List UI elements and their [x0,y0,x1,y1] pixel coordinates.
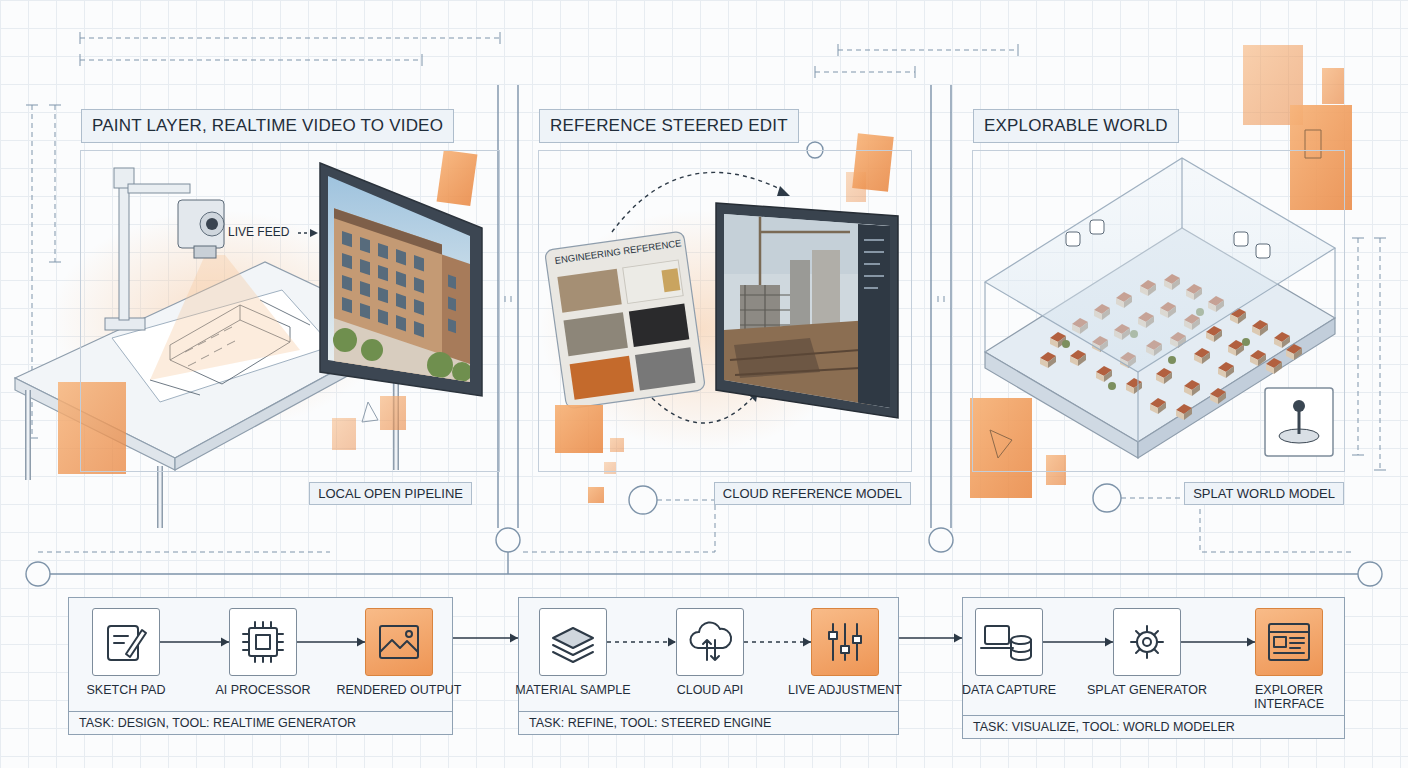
stage-panel: PAINT LAYER, REALTIME VIDEO TO VIDEOLOCA… [80,150,500,472]
arrow-line [899,637,962,639]
tag-label: LOCAL OPEN PIPELINE [309,482,472,505]
step-label: EXPLORER INTERFACE [1224,683,1354,712]
dimension-lines [32,38,1380,552]
task-caption: TASK: DESIGN, TOOL: REALTIME GENERATOR [69,711,452,734]
step-box: AI PROCESSOR [229,608,297,676]
stage-panel: EXPLORABLE WORLDSPLAT WORLD MODEL [972,150,1345,472]
step-box: SPLAT GENERATOR [1113,608,1181,676]
step-label: SPLAT GENERATOR [1082,683,1212,697]
process-group: TASK: REFINE, TOOL: STEERED ENGINE MATERI… [518,597,899,735]
process-group: TASK: VISUALIZE, TOOL: WORLD MODELER DATA… [962,597,1345,739]
step-box: EXPLORER INTERFACE [1255,608,1323,676]
panel-heading: REFERENCE STEERED EDIT [539,109,799,143]
arrow-line [453,637,518,639]
tag-label: SPLAT WORLD MODEL [1184,482,1344,505]
arrow-head [954,634,962,643]
flow-arrow [453,634,518,643]
pillars [26,85,1382,586]
step-label: MATERIAL SAMPLE [508,683,638,697]
step-label: CLOUD API [645,683,775,697]
step-box: SKETCH PAD [92,608,160,676]
step-label: AI PROCESSOR [198,683,328,697]
flow-arrow [899,634,962,643]
task-caption: TASK: REFINE, TOOL: STEERED ENGINE [519,711,898,734]
step-box: LIVE ADJUSTMENT [811,608,879,676]
feed-label: LIVE FEED [228,225,289,239]
step-label: RENDERED OUTPUT [334,683,464,697]
reference-edit-scene [540,133,898,503]
step-box: CLOUD API [676,608,744,676]
tag-label: CLOUD REFERENCE MODEL [714,482,911,505]
step-box: DATA CAPTURE [975,608,1043,676]
step-box: MATERIAL SAMPLE [539,608,607,676]
panel-heading: PAINT LAYER, REALTIME VIDEO TO VIDEO [81,109,454,143]
step-label: SKETCH PAD [61,683,191,697]
task-caption: TASK: VISUALIZE, TOOL: WORLD MODELER [963,715,1344,738]
step-box: RENDERED OUTPUT [365,608,433,676]
panel-heading: EXPLORABLE WORLD [973,109,1179,143]
arrow-head [510,634,518,643]
world-model-scene [970,45,1352,498]
step-label: DATA CAPTURE [944,683,1074,697]
process-group: TASK: DESIGN, TOOL: REALTIME GENERATOR SK… [68,597,453,735]
stage-panel: REFERENCE STEERED EDITCLOUD REFERENCE MO… [538,150,912,472]
step-label: LIVE ADJUSTMENT [780,683,910,697]
